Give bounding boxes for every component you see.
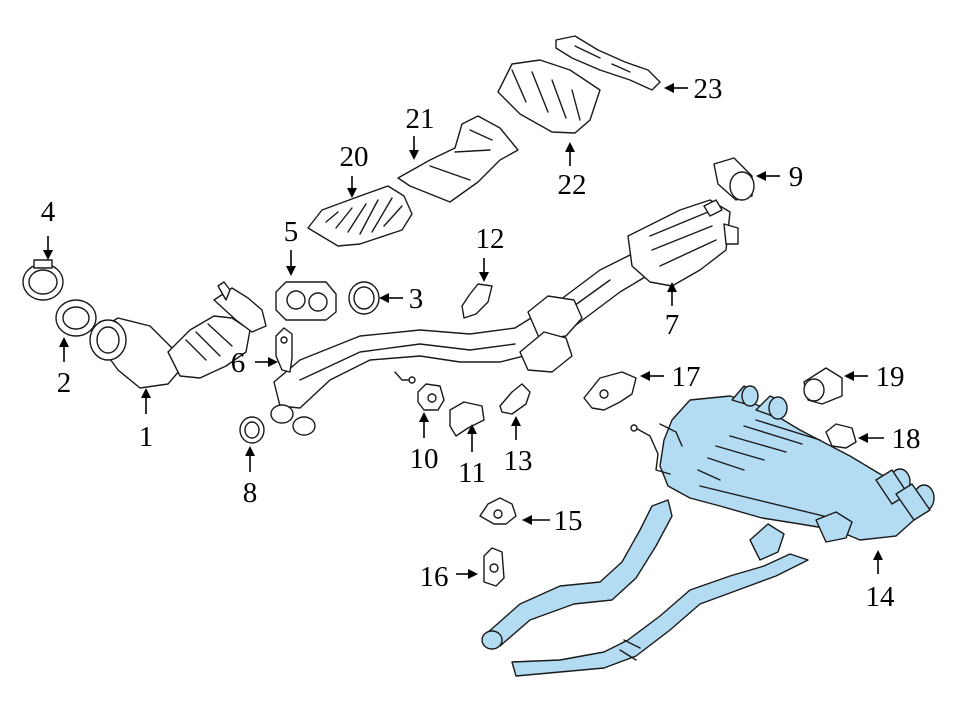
callout-22: 22 [558,169,587,201]
callout-17: 17 [672,361,701,393]
callout-21: 21 [406,103,435,135]
part-6-bracket [275,327,293,373]
callout-7: 7 [665,309,680,341]
callout-5: 5 [284,216,299,248]
callout-10: 10 [410,443,439,475]
part-18-actuator [825,423,857,449]
part-4-clamp [22,259,64,301]
part-5-flange-gasket [275,281,337,321]
callout-15: 15 [554,505,583,537]
callout-3: 3 [409,283,424,315]
callout-11: 11 [458,457,486,489]
part-14-rear-muffler-assembly [481,385,935,677]
callout-arrows [43,83,884,579]
callout-19: 19 [876,361,905,393]
callout-6: 6 [231,347,246,379]
callout-14: 14 [866,581,896,613]
callout-4: 4 [41,196,56,228]
callout-2: 2 [57,367,72,399]
callout-1: 1 [139,421,154,453]
part-22-heat-shield [497,59,601,134]
callout-8: 8 [243,477,258,509]
part-7-center-muffler [270,199,739,436]
callout-16: 16 [420,561,449,593]
part-21-heat-shield [397,115,519,203]
part-2-gasket [55,299,97,337]
callout-18: 18 [892,423,921,455]
callout-12: 12 [476,223,505,255]
part-15-bracket [479,497,517,525]
part-17-bracket [583,371,637,411]
part-8-gasket [239,416,265,444]
part-16-isolator [483,547,505,587]
callout-labels: 1 2 3 4 5 6 7 8 9 10 11 12 13 14 15 16 1… [41,73,921,613]
part-11-bracket [449,401,485,437]
part-13-bracket [499,383,531,415]
part-20-heat-shield [307,185,413,247]
part-23-heat-shield [555,35,661,91]
part-12-bracket [461,283,493,319]
part-10-isolator [417,383,445,411]
part-1-catalytic-converter [89,281,267,389]
callout-9: 9 [789,161,804,193]
part-3-ring [348,281,380,315]
part-9-exhaust-tip [713,157,755,201]
part-19-exhaust-tip [803,367,843,405]
callout-20: 20 [340,141,369,173]
callout-23: 23 [694,73,723,105]
callout-13: 13 [504,445,533,477]
